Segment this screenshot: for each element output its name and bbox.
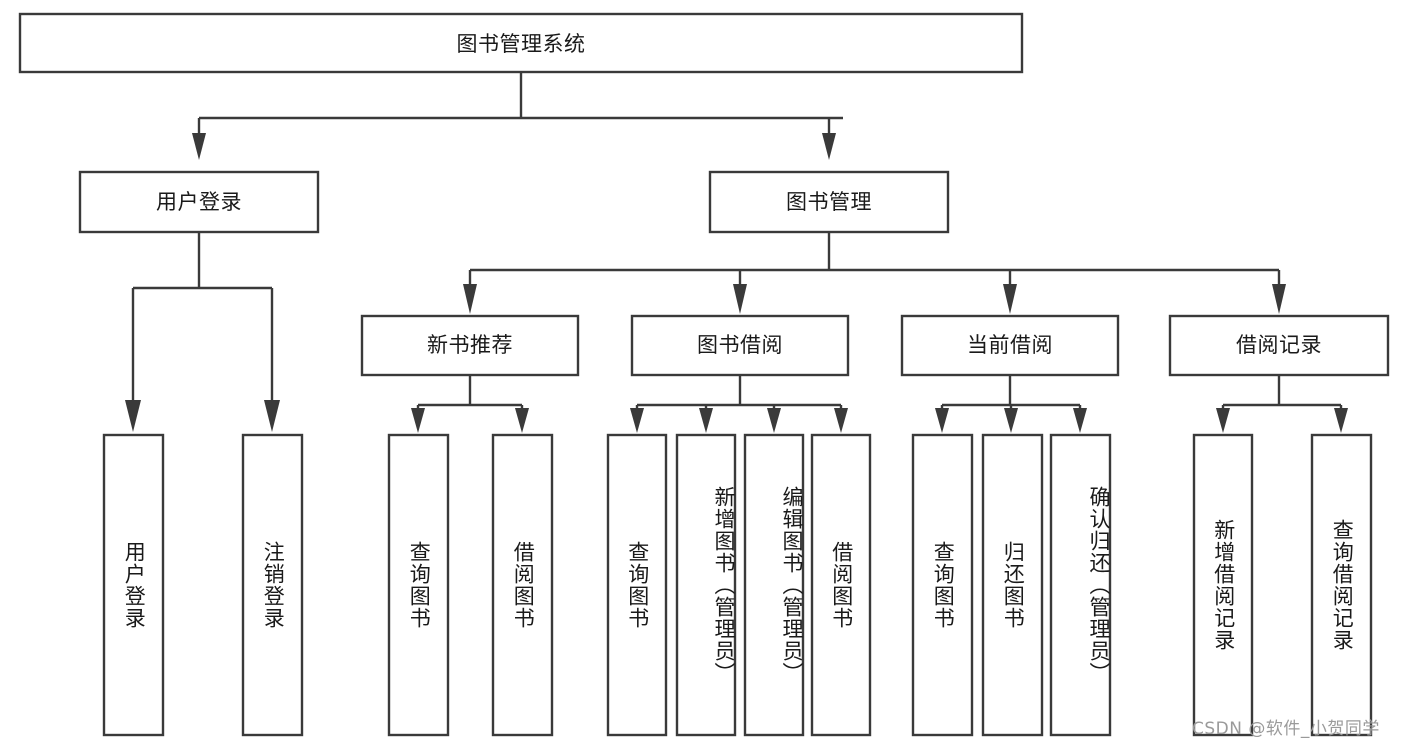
- node-root-box[interactable]: [18, 12, 1024, 74]
- leaf-user-logout-label: 注销登录: [261, 541, 286, 629]
- node-current-borrow[interactable]: 当前借阅: [900, 314, 1120, 377]
- arrow-to-borrow-record-icon: [1272, 284, 1286, 314]
- arrow-to-leaf-user-login-icon: [125, 400, 141, 432]
- node-root-label: 图书管理系统: [457, 32, 586, 56]
- edge-group-current-borrow-to-leaves: [935, 375, 1087, 433]
- node-new-book-recommend[interactable]: 新书推荐: [360, 314, 580, 377]
- edge-group-book-borrow-to-leaves: [630, 375, 848, 433]
- arrow-to-leaf-query-book-2-icon: [630, 408, 644, 433]
- leaf-query-record-box[interactable]: [1310, 433, 1373, 737]
- leaf-query-book-1-box[interactable]: [387, 433, 450, 737]
- edge-group-borrow-record-to-leaves: [1216, 375, 1348, 433]
- leaf-edit-book-box[interactable]: [743, 433, 805, 737]
- node-book-management[interactable]: 图书管理: [708, 170, 950, 234]
- leaf-return-book-box[interactable]: [981, 433, 1044, 737]
- node-book-borrow-box[interactable]: [630, 314, 850, 377]
- node-current-borrow-box[interactable]: [900, 314, 1120, 377]
- node-user-login-label: 用户登录: [156, 190, 242, 214]
- leaf-add-book-label: 新增图书（管理员）: [712, 486, 736, 684]
- leaf-borrow-book-2-label: 借阅图书: [829, 541, 854, 629]
- arrow-to-leaf-add-book-icon: [699, 408, 713, 433]
- edge-group-book-management-to-level3: [463, 232, 1286, 314]
- arrow-to-new-book-recommend-icon: [463, 284, 477, 314]
- leaf-edit-book-label: 编辑图书（管理员）: [780, 486, 804, 684]
- edge-group-user-login-to-leaves: [125, 232, 280, 432]
- node-current-borrow-label: 当前借阅: [967, 333, 1053, 357]
- arrow-to-leaf-user-logout-icon: [264, 400, 280, 432]
- arrow-to-book-management-icon: [822, 133, 836, 160]
- arrow-to-book-borrow-icon: [733, 284, 747, 314]
- csdn-watermark: CSDN @软件_小贺同学: [1192, 719, 1380, 739]
- leaf-query-book-3-box[interactable]: [911, 433, 974, 737]
- node-new-book-recommend-box[interactable]: [360, 314, 580, 377]
- arrow-to-leaf-query-book-1-icon: [411, 408, 425, 433]
- leaf-query-book-1-label: 查询图书: [407, 541, 432, 629]
- node-borrow-record[interactable]: 借阅记录: [1168, 314, 1390, 377]
- node-new-book-recommend-label: 新书推荐: [427, 333, 513, 357]
- leaf-query-record-label: 查询借阅记录: [1330, 519, 1355, 651]
- leaf-return-book-label: 归还图书: [1001, 541, 1026, 629]
- node-user-login[interactable]: 用户登录: [78, 170, 320, 234]
- leaf-add-record-label: 新增借阅记录: [1211, 519, 1236, 651]
- arrow-to-user-login-icon: [192, 133, 206, 160]
- leaf-borrow-book-1-box[interactable]: [491, 433, 554, 737]
- leaf-box-group: [102, 433, 1373, 737]
- leaf-confirm-return-label: 确认归还（管理员）: [1087, 486, 1111, 684]
- node-book-borrow-label: 图书借阅: [697, 333, 783, 357]
- arrow-to-leaf-confirm-return-icon: [1073, 408, 1087, 433]
- leaf-user-login-label: 用户登录: [122, 541, 147, 629]
- arrow-to-leaf-query-book-3-icon: [935, 408, 949, 433]
- node-book-management-label: 图书管理: [786, 190, 872, 214]
- leaf-borrow-book-1-label: 借阅图书: [511, 541, 536, 629]
- leaf-confirm-return-box[interactable]: [1049, 433, 1112, 737]
- leaf-add-book-box[interactable]: [675, 433, 737, 737]
- arrow-to-leaf-query-record-icon: [1334, 408, 1348, 433]
- node-book-borrow[interactable]: 图书借阅: [630, 314, 850, 377]
- arrow-to-leaf-borrow-book-1-icon: [515, 408, 529, 433]
- arrow-to-leaf-add-record-icon: [1216, 408, 1230, 433]
- leaf-query-book-3-label: 查询图书: [931, 541, 956, 629]
- node-borrow-record-box[interactable]: [1168, 314, 1390, 377]
- leaf-borrow-book-2-box[interactable]: [810, 433, 872, 737]
- edge-group-new-book-recommend-to-leaves: [411, 375, 529, 433]
- edge-group-root-to-level2: [192, 72, 843, 160]
- leaf-user-logout-box[interactable]: [241, 433, 304, 737]
- leaf-add-record-box[interactable]: [1192, 433, 1254, 737]
- arrow-to-leaf-edit-book-icon: [767, 408, 781, 433]
- node-user-login-box[interactable]: [78, 170, 320, 234]
- arrow-to-current-borrow-icon: [1003, 284, 1017, 314]
- node-borrow-record-label: 借阅记录: [1236, 333, 1322, 357]
- node-book-management-box[interactable]: [708, 170, 950, 234]
- arrow-to-leaf-return-book-icon: [1004, 408, 1018, 433]
- leaf-user-login-box[interactable]: [102, 433, 165, 737]
- leaf-query-book-2-label: 查询图书: [625, 541, 650, 629]
- node-root[interactable]: 图书管理系统: [18, 12, 1024, 74]
- leaf-query-book-2-box[interactable]: [606, 433, 668, 737]
- arrow-to-leaf-borrow-book-2-icon: [834, 408, 848, 433]
